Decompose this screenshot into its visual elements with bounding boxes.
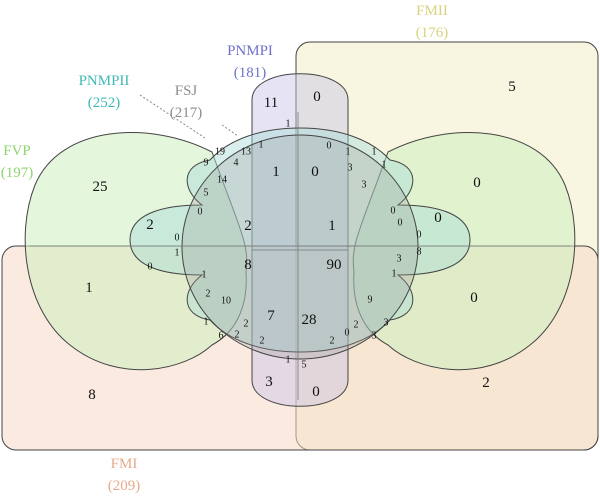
region-count: 9 [204,158,209,169]
region-count: 0 [398,218,403,229]
region-count: 1 [372,147,377,158]
region-count: 1 [286,355,291,366]
set-fsj-shape [181,134,419,360]
region-count: 1 [392,269,397,280]
set-label-fmi: FMI [111,456,138,472]
region-count: 90 [327,257,342,273]
region-count: 0 [345,328,350,339]
region-count: 10 [221,296,231,307]
region-count: 1 [382,160,387,171]
pnmpii-leader-line [139,94,206,139]
region-count: 1 [286,119,291,130]
region-count: 0 [470,290,478,306]
set-pnmpi-shape-bottom [251,249,349,407]
region-count: 14 [217,175,227,186]
region-count: 2 [354,320,359,331]
region-count: 25 [93,179,108,195]
set-count-pnmpi: (181) [234,65,267,81]
region-count: 1 [328,218,336,234]
region-count: 0 [391,206,396,217]
region-count: 2 [330,336,335,347]
fsj-leader-line [221,124,239,137]
region-count: 3 [362,180,367,191]
set-pnmpi-shape [251,73,349,251]
region-count: 0 [175,233,180,244]
region-count: 1 [85,280,93,296]
region-count: 0 [311,164,319,180]
region-count: 1 [259,140,264,151]
region-count: 4 [234,158,239,169]
region-count: 6 [219,331,224,342]
set-label-pnmpii: PNMPII [79,73,130,89]
region-count: 0 [198,207,203,218]
region-count: 1 [272,164,280,180]
region-count: 8 [88,387,96,403]
region-count: 5 [302,360,307,371]
region-count: 3 [384,318,389,329]
region-count: 0 [312,384,320,400]
set-label-fmii: FMII [416,3,448,19]
region-count: 7 [267,308,275,324]
set-label-fvp: FVP [3,143,31,159]
region-count: 3 [348,163,353,174]
set-count-fvp: (197) [1,165,34,181]
set-count-fmi: (209) [108,478,141,494]
region-count: 0 [434,210,442,226]
region-count: 3 [372,331,377,342]
set-fvp-shape-right [352,132,576,371]
region-count: 1 [175,248,180,259]
set-count-fsj: (217) [170,105,203,121]
region-count: 2 [206,289,211,300]
region-count: 2 [244,218,252,234]
set-label-fsj: FSJ [175,83,198,99]
region-count: 13 [241,147,251,158]
set-count-fmii: (176) [416,25,449,41]
region-count: 9 [368,295,373,306]
region-count: 2 [260,336,265,347]
region-count: 0 [148,262,153,273]
region-count: 11 [264,95,278,111]
region-count: 0 [313,89,321,105]
region-count: 8 [244,257,252,273]
region-count: 8 [417,247,422,258]
region-count: 0 [473,175,481,191]
region-count: 2 [235,330,240,341]
region-count: 5 [204,188,209,199]
region-count: 2 [244,319,249,330]
region-count: 5 [508,79,516,95]
region-count: 0 [417,230,422,241]
region-count: 2 [482,375,490,391]
set-label-pnmpi: PNMPI [227,43,273,59]
region-count: 28 [302,312,317,328]
region-count: 2 [146,217,154,233]
region-count: 3 [397,254,402,265]
region-count: 1 [204,317,209,328]
region-count: 19 [215,147,225,158]
region-count: 3 [265,374,273,390]
set-count-pnmpii: (252) [88,95,121,111]
set-fvp-shape [24,132,248,371]
region-count: 1 [202,270,207,281]
region-count: 1 [346,147,351,158]
region-count: 0 [327,141,332,152]
set-pnmpii-shape [129,127,471,353]
